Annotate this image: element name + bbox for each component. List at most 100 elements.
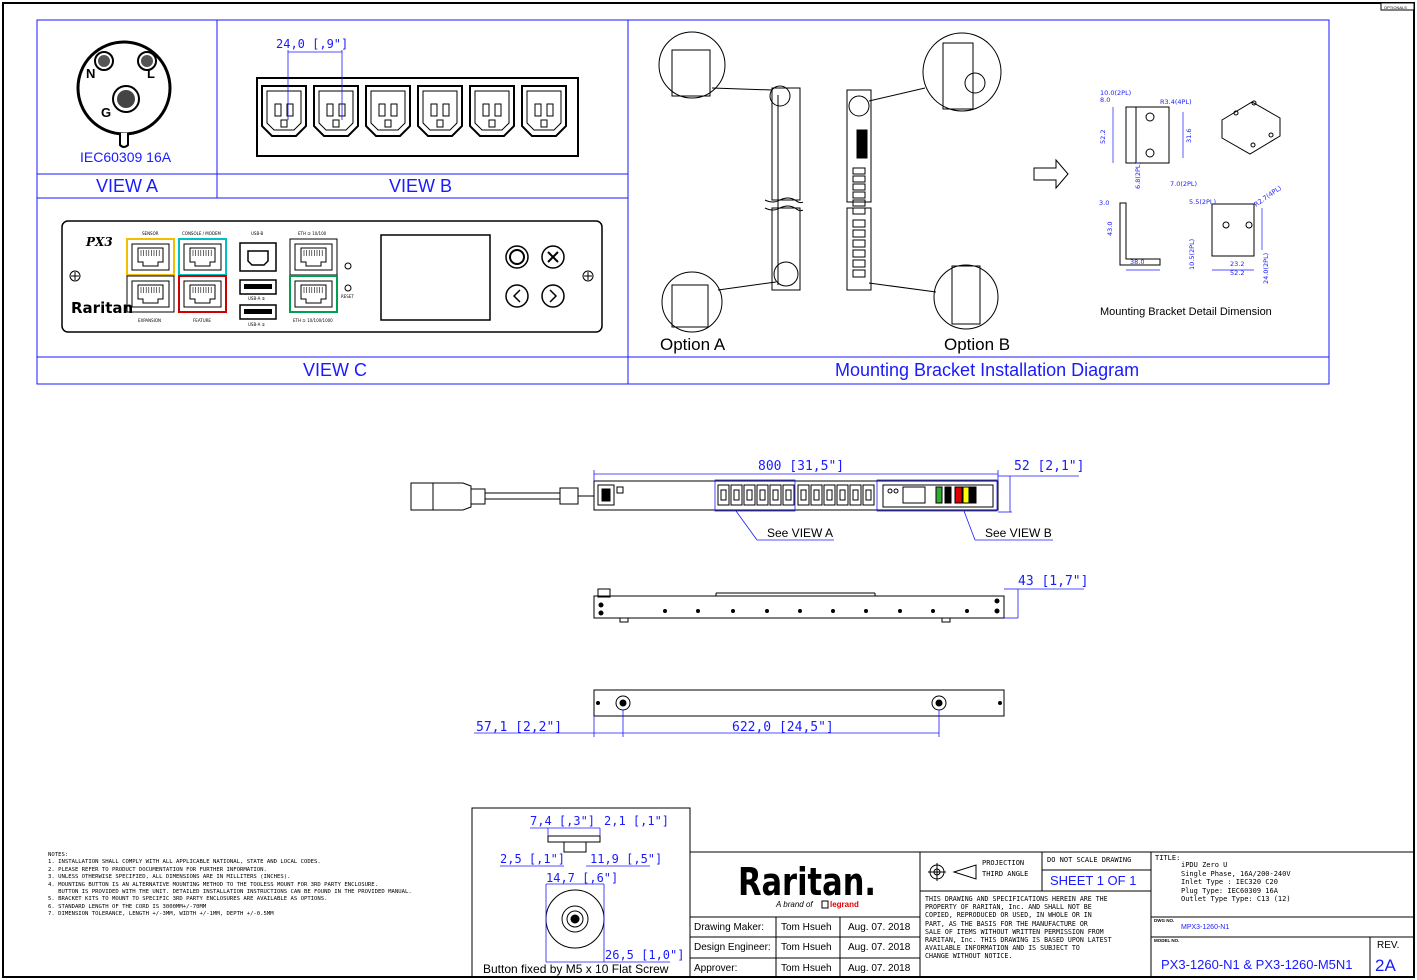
- model-label: MODEL NO.: [1154, 938, 1180, 943]
- outlet-pin: [482, 103, 490, 117]
- button-dim-3: 2,5 [,1"]: [500, 852, 565, 866]
- svg-text:43.0: 43.0: [1106, 222, 1114, 236]
- drawing-maker-name: Tom Hsueh: [781, 922, 832, 933]
- pdu-outlet-inner: [785, 489, 792, 501]
- outlet-pin: [436, 119, 444, 128]
- rj45-jack: [131, 243, 170, 271]
- usb-a1-label: USB-A ①: [248, 322, 266, 327]
- button-dim-2: 2,1 [,1"]: [604, 814, 669, 828]
- outlet-pitch-dim: 24,0 [,9"]: [276, 37, 348, 51]
- option-b-label: Option B: [944, 335, 1010, 354]
- panel-brand-mark: PX3: [85, 235, 113, 249]
- svg-text:5.5(2PL): 5.5(2PL): [1189, 198, 1216, 206]
- inlet-label: IEC60309 16A: [80, 149, 172, 165]
- pdu-outlet: [862, 484, 875, 506]
- screw-dot: [798, 609, 802, 613]
- note-item: 5. BRACKET KITS TO MOUNT TO SPECIFIC 3RD…: [48, 896, 328, 903]
- sensor-port-label: SENSOR: [142, 231, 159, 236]
- pdu-outlet-inner: [800, 489, 807, 501]
- outlet-pin: [326, 103, 334, 117]
- pdu-outlet-inner: [865, 489, 872, 501]
- model-number: PX3-1260-N1 & PX3-1260-M5N1: [1161, 957, 1353, 972]
- bracket-diagram-title: Mounting Bracket Installation Diagram: [835, 360, 1139, 380]
- c13-outlet-inner: [370, 90, 406, 131]
- button-dim-5: 14,7 [,6"]: [546, 871, 618, 885]
- c13-outlet-inner: [266, 90, 302, 131]
- notes-heading: NOTES:: [48, 852, 69, 858]
- c13-outlet: [365, 85, 411, 137]
- height-dim: 43 [1,7"]: [1018, 574, 1088, 589]
- bracket-detail-title: Mounting Bracket Detail Dimension: [1100, 306, 1272, 318]
- bracket-installation: [658, 31, 1002, 333]
- note-item: 3. UNLESS OTHERWISE SPECIFIED, ALL DIMEN…: [48, 874, 291, 881]
- pdu-outlet-inner: [772, 489, 779, 501]
- projection-line2: THIRD ANGLE: [982, 870, 1029, 878]
- drawing-maker-date: Aug. 07. 2018: [848, 922, 911, 933]
- usb-a2-label: USB-A ②: [248, 296, 266, 301]
- view-b-label: VIEW B: [389, 176, 452, 196]
- pdu-outlet: [852, 183, 866, 191]
- depth-dim: 52 [2,1"]: [1014, 459, 1084, 474]
- outlet-pin: [332, 119, 340, 128]
- outlet-pin: [384, 119, 392, 128]
- rj45-jack: [183, 243, 222, 271]
- rj45-socket: [300, 247, 327, 267]
- pdu-outlet: [743, 484, 756, 506]
- pdu-side-view: [593, 588, 1005, 623]
- note-item: 1. INSTALLATION SHALL COMPLY WITH ALL AP…: [48, 859, 321, 866]
- button-dim-6: 26,5 [1,0"]: [605, 948, 684, 962]
- expansion-port-label: EXPANSION: [138, 318, 161, 323]
- pdu-outlet: [717, 484, 730, 506]
- pdu-outlet: [836, 484, 849, 506]
- tagline-prefix: A brand of: [775, 900, 813, 909]
- see-view-a-label: See VIEW A: [767, 526, 833, 540]
- note-item: 2. PLEASE REFER TO PRODUCT DOCUMENTATION…: [48, 866, 267, 873]
- pdu-outlet: [852, 207, 866, 215]
- svg-text:7.0(2PL): 7.0(2PL): [1170, 180, 1197, 188]
- button-dim-1: 7,4 [,3"]: [530, 814, 595, 828]
- screw-dot: [731, 609, 735, 613]
- feature-port-label: FEATURE: [193, 318, 211, 323]
- outlet-strip: 24,0 [,9"]: [256, 37, 579, 157]
- svg-text:24.0(2PL): 24.0(2PL): [1262, 253, 1270, 284]
- pdu-outlet: [849, 484, 862, 506]
- pdu-outlet: [852, 259, 866, 268]
- screw-dot: [931, 609, 935, 613]
- rj45-socket: [137, 247, 164, 267]
- pdu-outlet-inner: [746, 489, 753, 501]
- outlet-pin: [534, 103, 542, 117]
- c13-outlet: [313, 85, 359, 137]
- outlet-pin: [390, 103, 398, 117]
- pdu-outlet: [730, 484, 743, 506]
- approver-role: Approver:: [694, 963, 738, 974]
- c13-outlet: [261, 85, 307, 137]
- outlet-pin: [274, 103, 282, 117]
- console-port-label: CONSOLE / MODEM: [182, 231, 221, 236]
- svg-text:6.8(2PL): 6.8(2PL): [1134, 162, 1142, 189]
- rj45-jack: [294, 243, 333, 271]
- pdu-outlet: [756, 484, 769, 506]
- svg-text:3.0: 3.0: [1099, 199, 1109, 207]
- offset-dim: 57,1 [2,2"]: [476, 720, 562, 735]
- c13-outlet-inner: [422, 90, 458, 131]
- controller-panel: PX3 Raritan SENSOR CONSOLE / MODEM: [61, 220, 603, 333]
- legal-notice: THIS DRAWING AND SPECIFICATIONS HEREIN A…: [925, 895, 1112, 961]
- svg-text:31.6: 31.6: [1185, 129, 1193, 143]
- outlet-pin: [494, 103, 502, 117]
- reset-label: RESET: [341, 294, 354, 299]
- screw-dot: [765, 609, 769, 613]
- rj45-jack: [131, 280, 170, 308]
- svg-text:52.2: 52.2: [1230, 269, 1244, 277]
- c13-outlet: [521, 85, 567, 137]
- button-dim-4: 11,9 [,5"]: [590, 852, 662, 866]
- pdu-outlet-inner: [852, 489, 859, 501]
- pdu-outlet-inner: [733, 489, 740, 501]
- top-view-frame: [36, 19, 1330, 385]
- approver-name: Tom Hsueh: [781, 963, 832, 974]
- svg-text:38.0: 38.0: [1130, 258, 1144, 266]
- rev-value: 2A: [1375, 956, 1396, 975]
- screw-dot: [965, 609, 969, 613]
- outlet-pin: [488, 119, 496, 128]
- sheet-number: SHEET 1 OF 1: [1050, 873, 1137, 888]
- eth2-label: ETH ② 10/100: [298, 231, 327, 236]
